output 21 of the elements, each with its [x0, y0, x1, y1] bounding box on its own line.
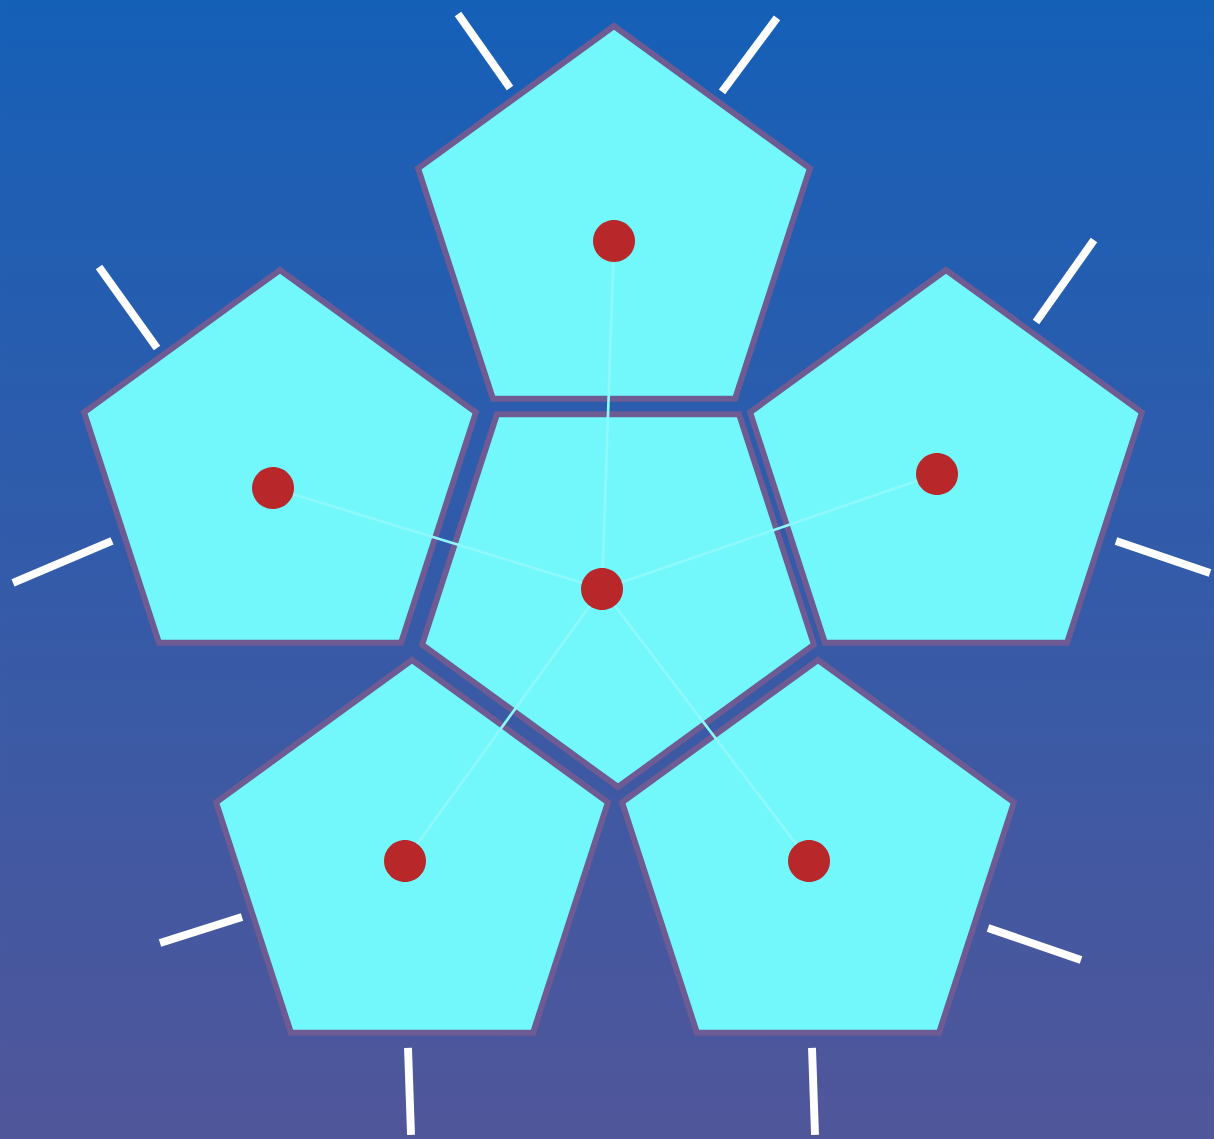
- ray-line: [808, 1047, 819, 1136]
- ray-line: [718, 15, 781, 95]
- ray-line: [11, 537, 114, 587]
- faint-line: [292, 492, 583, 585]
- faint-line: [416, 605, 591, 845]
- ray-line: [454, 11, 514, 91]
- dot: [581, 568, 623, 610]
- dot: [384, 840, 426, 882]
- ray-line: [1114, 537, 1212, 577]
- ray-line: [95, 264, 161, 351]
- dot: [916, 453, 958, 495]
- ray-line: [986, 924, 1083, 964]
- ray-line: [1032, 237, 1098, 325]
- dot: [593, 220, 635, 262]
- dot: [788, 840, 830, 882]
- faint-line: [601, 261, 615, 569]
- ray-line: [404, 1047, 415, 1136]
- faint-line: [613, 604, 798, 846]
- dot: [252, 467, 294, 509]
- faint-line: [621, 479, 918, 584]
- ray-line: [158, 913, 244, 947]
